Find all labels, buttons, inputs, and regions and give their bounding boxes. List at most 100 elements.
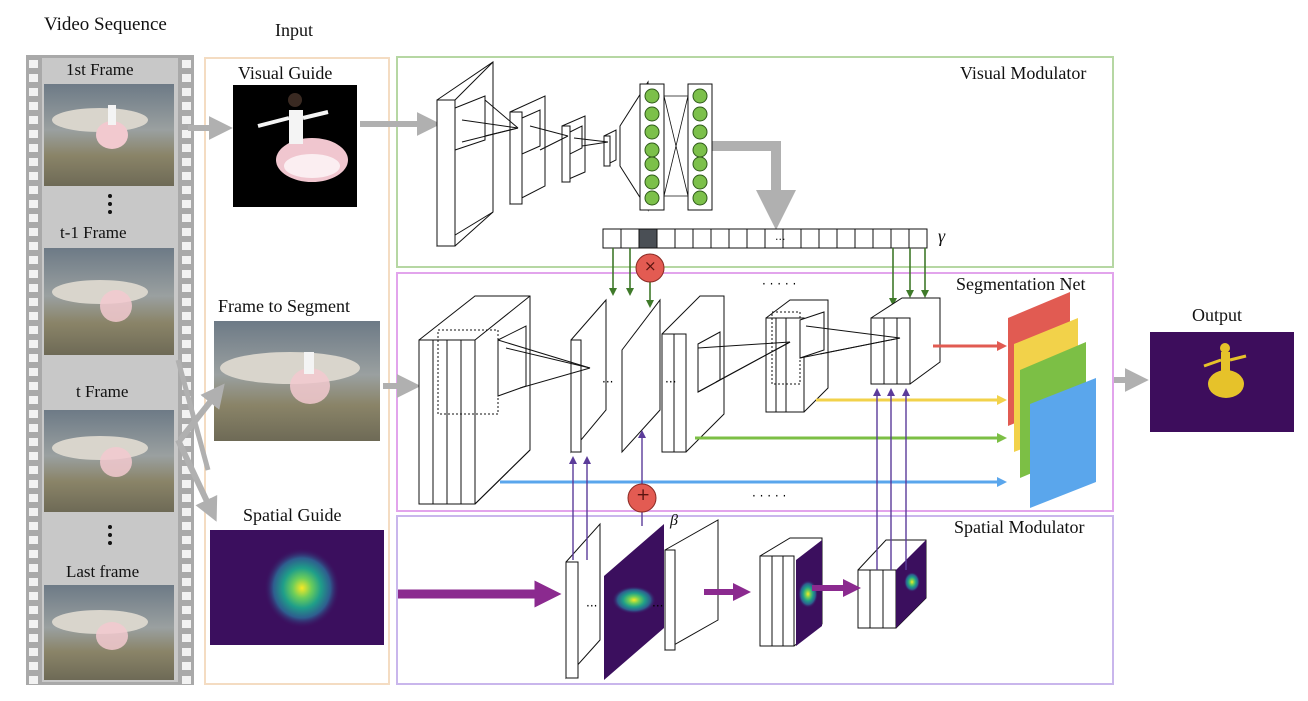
neuron (692, 142, 708, 158)
sprocket-hole (182, 480, 191, 488)
sprocket-hole (29, 354, 38, 362)
sprocket-hole (29, 242, 38, 250)
gamma-arrows (609, 248, 929, 308)
sprocket-hole (29, 214, 38, 222)
sprocket-hole (182, 116, 191, 124)
fc-neurons (644, 88, 708, 206)
sprocket-hole (29, 312, 38, 320)
sprocket-hole (29, 186, 38, 194)
gamma-cell (692, 228, 712, 249)
gamma-symbol: γ (938, 226, 946, 246)
side-output-maps (1008, 292, 1096, 508)
gamma-dots: ··· (775, 233, 786, 246)
gamma-cell (836, 228, 856, 249)
beta-arrows (569, 388, 910, 570)
gamma-cell (782, 228, 802, 249)
visual-modulator-layers (436, 61, 713, 247)
neuron (644, 174, 660, 190)
sprocket-hole (29, 298, 38, 306)
multiply-op (635, 253, 665, 283)
neuron (692, 174, 708, 190)
spatial-modulator-label: Spatial Modulator (954, 517, 1085, 537)
output-mask-image (1150, 332, 1294, 432)
gamma-cell (908, 228, 928, 249)
top-dots: · · · · · (762, 277, 796, 291)
neuron (644, 124, 660, 140)
input-title: Input (275, 20, 313, 40)
sprocket-hole (182, 172, 191, 180)
sprocket-hole (182, 368, 191, 376)
sprocket-hole (29, 130, 38, 138)
sprocket-hole (29, 494, 38, 502)
frame-label-t-minus-1: t-1 Frame (60, 223, 127, 242)
sprocket-hole (29, 438, 38, 446)
sprocket-hole (29, 564, 38, 572)
arrow-cross-1 (175, 359, 211, 471)
spatial-dots-2: ··· (652, 599, 663, 613)
sprocket-hole (29, 158, 38, 166)
sprocket-hole (182, 620, 191, 628)
sprocket-hole (182, 144, 191, 152)
sprocket-hole (29, 578, 38, 586)
gamma-cell (638, 228, 658, 249)
sprocket-hole (29, 452, 38, 460)
sprocket-hole (29, 662, 38, 670)
sprocket-hole (182, 326, 191, 334)
seg-dots-1: ··· (602, 375, 613, 389)
spatial-guide-heatmap (210, 530, 384, 645)
sprocket-hole (182, 88, 191, 96)
visual-modulator-box (396, 56, 1114, 268)
arrow-tframe-to-spatial (175, 438, 218, 522)
gamma-cell (674, 228, 694, 249)
sprocket-hole (182, 592, 191, 600)
gamma-cell (620, 228, 640, 249)
gamma-cell (746, 228, 766, 249)
sprocket-hole (29, 522, 38, 530)
segmentation-net-label: Segmentation Net (956, 274, 1086, 294)
frame-thumbnail-1st (44, 84, 174, 186)
spatial-modulator-box (396, 515, 1114, 685)
sprocket-hole (182, 298, 191, 306)
input-arrows (175, 112, 1149, 522)
arrow-fc-to-gamma (712, 141, 796, 230)
frame-thumbnail-t (44, 410, 174, 512)
sprocket-hole (29, 256, 38, 264)
sprocket-hole (182, 354, 191, 362)
sprocket-hole (182, 662, 191, 670)
neuron (644, 156, 660, 172)
sprocket-hole (29, 200, 38, 208)
sprocket-hole (182, 648, 191, 656)
sprocket-hole (29, 368, 38, 376)
sprocket-hole (29, 88, 38, 96)
gamma-cell (728, 228, 748, 249)
frame-thumbnail-last (44, 585, 174, 680)
sprocket-hole (29, 144, 38, 152)
sprocket-hole (182, 102, 191, 110)
sprocket-hole (182, 60, 191, 68)
spatial-arrows (398, 579, 861, 608)
gamma-cell (710, 228, 730, 249)
sprocket-hole (29, 102, 38, 110)
sprocket-hole (29, 424, 38, 432)
sprocket-hole (29, 172, 38, 180)
sprocket-hole (182, 522, 191, 530)
beta-symbol: β (670, 512, 678, 529)
sprocket-hole (182, 550, 191, 558)
sprocket-hole (182, 130, 191, 138)
gamma-cell (854, 228, 874, 249)
sprocket-hole (29, 60, 38, 68)
frame-to-segment-image (214, 321, 380, 441)
sprocket-hole (182, 74, 191, 82)
sprocket-hole (29, 592, 38, 600)
sprocket-hole (29, 116, 38, 124)
frame-ellipsis-1 (108, 194, 112, 214)
sprocket-hole (29, 466, 38, 474)
sprocket-hole (182, 214, 191, 222)
sprocket-hole (182, 466, 191, 474)
frame-to-segment-label: Frame to Segment (218, 296, 350, 316)
visual-modulator-label: Visual Modulator (960, 63, 1087, 83)
gamma-cell (800, 228, 820, 249)
gamma-cell (872, 228, 892, 249)
neuron (692, 124, 708, 140)
blue-dots: · · · · · (752, 489, 786, 503)
